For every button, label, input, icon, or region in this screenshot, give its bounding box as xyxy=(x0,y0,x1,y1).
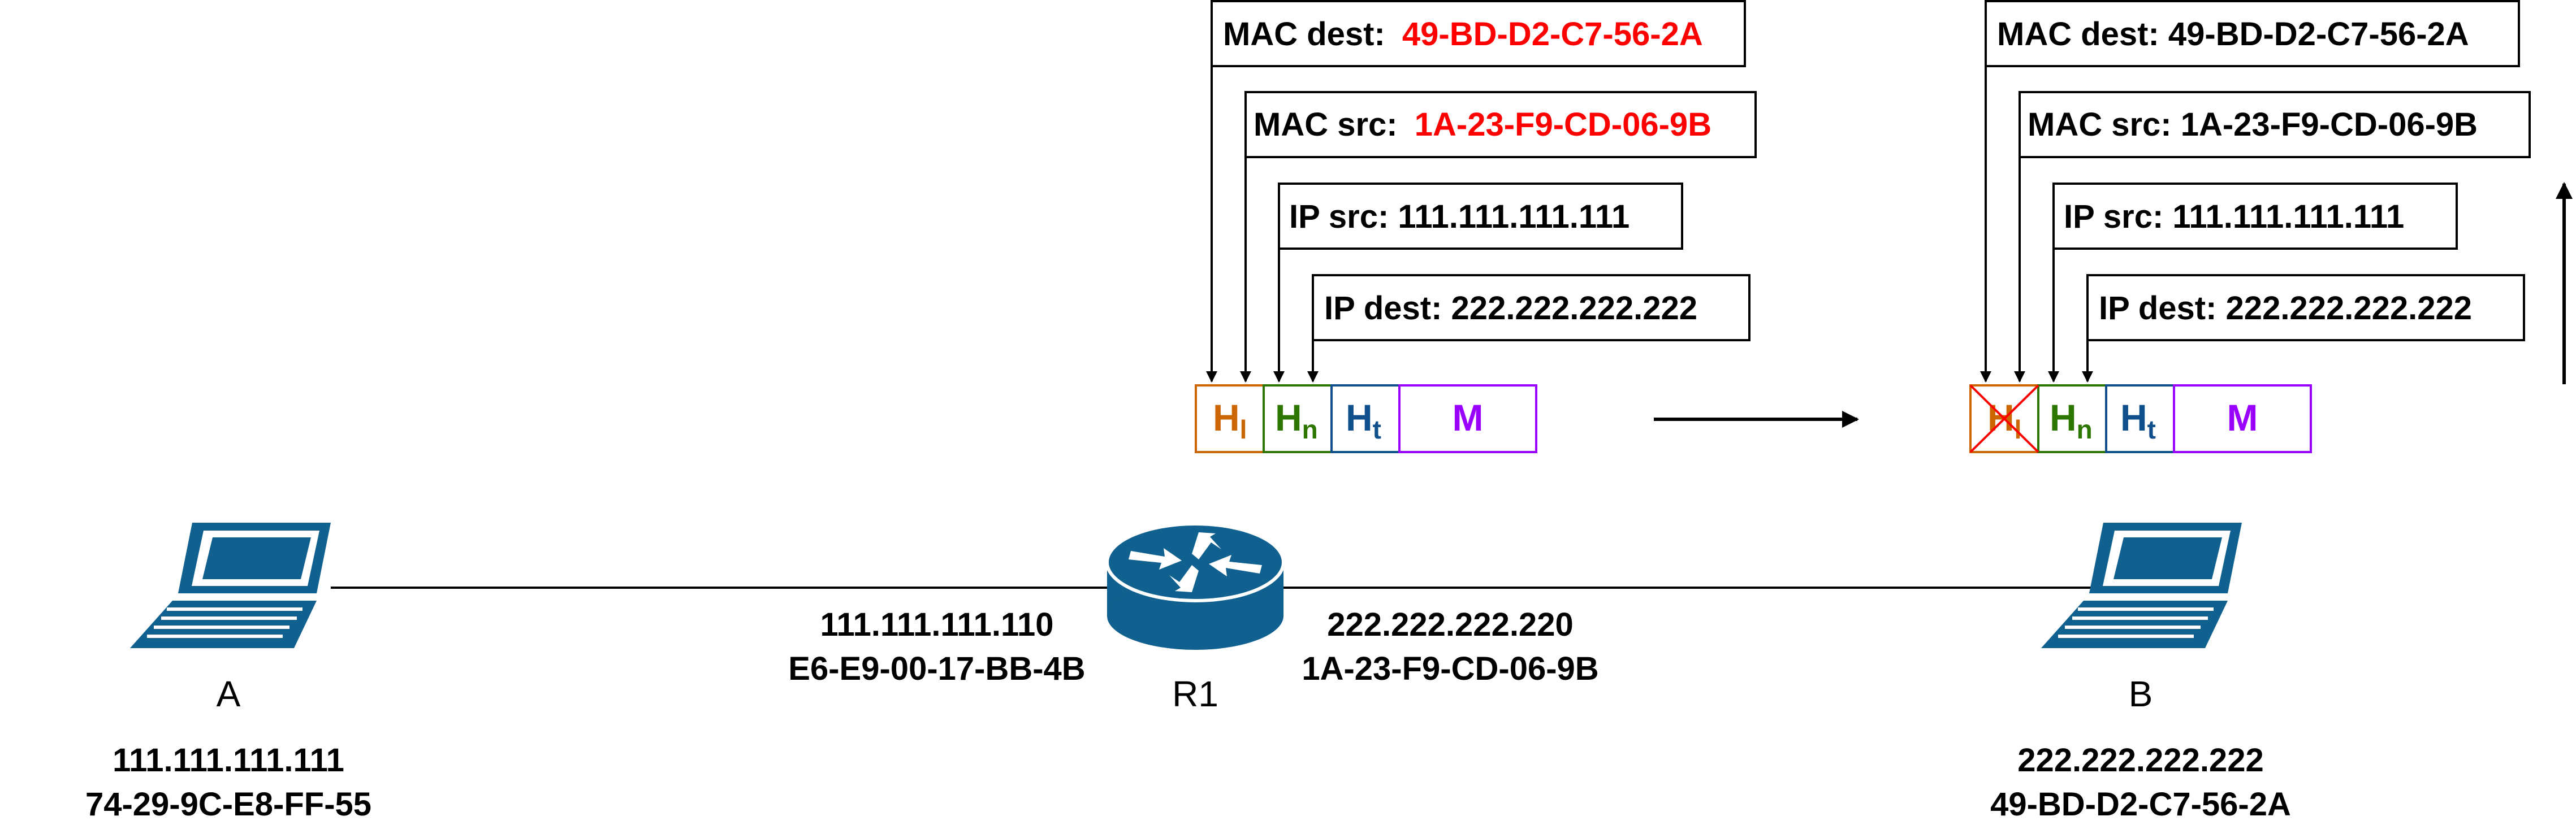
mac-src-value: 1A-23-F9-CD-06-9B xyxy=(1415,106,1711,143)
router-left-mac: E6-E9-00-17-BB-4B xyxy=(788,650,1085,687)
mac-dest-box xyxy=(1211,0,1746,67)
mac-src-text-b: MAC src: 1A-23-F9-CD-06-9B xyxy=(2028,106,2478,143)
mac-src-label: MAC src: xyxy=(1254,106,1398,143)
segment-ht-b xyxy=(2105,384,2175,453)
mac-dest-text-b: MAC dest: 49-BD-D2-C7-56-2A xyxy=(1997,16,2469,53)
ip-src-text-b: IP src: 111.111.111.111 xyxy=(2064,198,2404,235)
host-b-ip: 222.222.222.222 xyxy=(2017,742,2263,779)
host-b-mac: 49-BD-D2-C7-56-2A xyxy=(1990,786,2291,823)
packet-at-b: Hl Hn Ht M xyxy=(1969,384,2312,453)
host-b-name: B xyxy=(2129,674,2153,714)
svg-text:Ht: Ht xyxy=(2120,397,2156,444)
ht-main: H xyxy=(1346,397,1373,438)
router-right-mac: 1A-23-F9-CD-06-9B xyxy=(1302,650,1598,687)
segment-ht xyxy=(1330,384,1401,453)
frame-at-router: MAC dest: 49-BD-D2-C7-56-2A MAC src: 1A-… xyxy=(1206,0,1757,383)
hn-sub-b: n xyxy=(2077,415,2093,444)
mac-dest-box-b xyxy=(1985,0,2520,67)
ht-main-b: H xyxy=(2120,397,2147,438)
laptop-icon xyxy=(2041,523,2242,648)
hl-sub: l xyxy=(1240,415,1247,444)
ip-src-box xyxy=(1278,183,1683,250)
strike-cross-icon xyxy=(1969,384,2039,453)
router-left-ip: 111.111.111.110 xyxy=(820,606,1053,643)
ip-dest-text-b: IP dest: 222.222.222.222 xyxy=(2099,290,2472,327)
hl-sub-b: l xyxy=(2015,415,2022,444)
mac-src-box-b xyxy=(2019,91,2531,158)
svg-text:Ht: Ht xyxy=(1346,397,1381,444)
ht-sub: t xyxy=(1373,415,1381,444)
ip-dest-box xyxy=(1312,274,1751,341)
router-right-ip: 222.222.222.220 xyxy=(1327,606,1573,643)
host-a-name: A xyxy=(217,674,241,714)
svg-text:Hn: Hn xyxy=(1275,397,1318,444)
svg-text:MAC dest: 49-BD-D2-C7-56: MAC dest: 49-BD-D2-C7-56-2A xyxy=(1223,16,1703,53)
segment-m-b xyxy=(2173,384,2312,453)
ip-dest-box-b xyxy=(2086,274,2525,341)
hn-sub: n xyxy=(1302,415,1318,444)
ip-dest-text: IP dest: 222.222.222.222 xyxy=(1324,290,1697,327)
m-label-b: M xyxy=(2227,397,2258,438)
laptop-icon xyxy=(130,523,331,648)
mac-src-box xyxy=(1244,91,1757,158)
segment-m xyxy=(1398,384,1537,453)
segment-hn-b xyxy=(2037,384,2107,453)
svg-text:Hn: Hn xyxy=(2050,397,2093,444)
hn-main: H xyxy=(1275,397,1302,438)
host-a-ip: 111.111.111.111 xyxy=(113,742,344,779)
ip-src-box-b xyxy=(2052,183,2458,250)
svg-text:MAC src: 1A-23-F9-CD-06-: MAC src: 1A-23-F9-CD-06-9B xyxy=(1254,106,1711,143)
hl-main: H xyxy=(1213,397,1240,438)
host-a-mac: 74-29-9C-E8-FF-55 xyxy=(85,786,371,823)
frame-at-b: MAC dest: 49-BD-D2-C7-56-2A MAC src: 1A-… xyxy=(1980,0,2531,383)
mac-dest-value: 49-BD-D2-C7-56-2A xyxy=(1402,16,1703,53)
segment-hl xyxy=(1195,384,1265,453)
router-icon xyxy=(1105,522,1285,650)
packet-at-router: Hl Hn Ht M xyxy=(1195,384,1537,453)
router-name: R1 xyxy=(1172,674,1218,714)
mac-dest-label: MAC dest: xyxy=(1223,16,1385,53)
m-label: M xyxy=(1453,397,1484,438)
ip-src-text: IP src: 111.111.111.111 xyxy=(1289,198,1630,235)
svg-text:Hl: Hl xyxy=(1213,397,1247,444)
hn-main-b: H xyxy=(2050,397,2077,438)
ht-sub-b: t xyxy=(2147,415,2156,444)
